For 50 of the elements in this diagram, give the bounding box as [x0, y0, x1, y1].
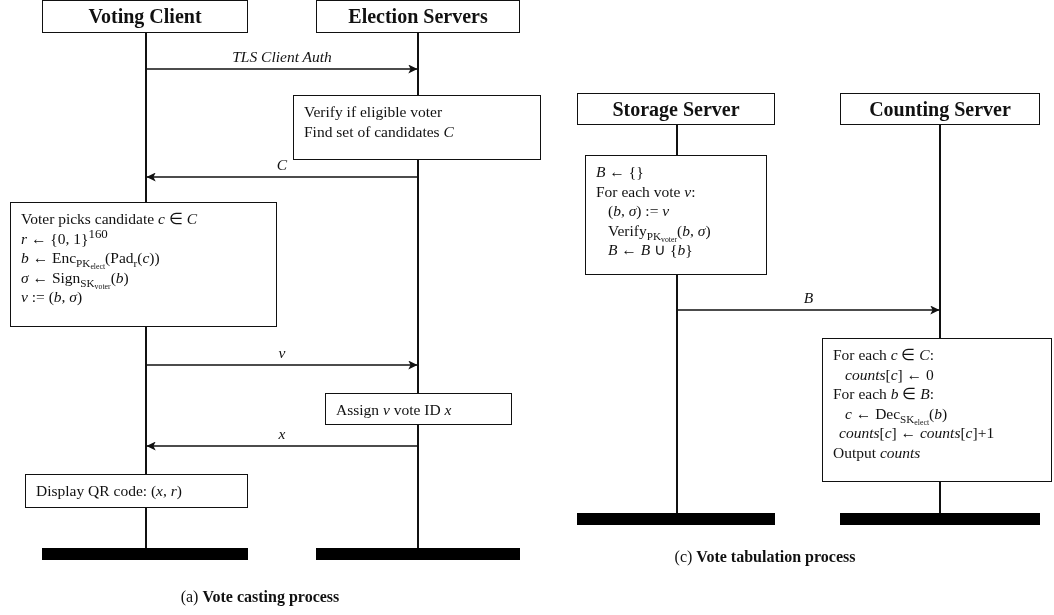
pseudocode-line: For each vote v:: [596, 181, 696, 201]
process-box: [585, 155, 767, 275]
pseudocode-line: b ← Enc$_{PK}$$_{elect}$(Pad$_{r}$(c)): [21, 248, 160, 268]
pseudocode-line: Verify$_{PK}$$_{voter}$(b, σ): [607, 220, 711, 240]
process-box: [25, 474, 248, 508]
pseudocode-line: Output counts: [833, 442, 921, 462]
pseudocode-line: v := (b, σ): [21, 288, 83, 307]
lifeline: [939, 125, 941, 513]
pseudocode-line: Voter picks candidate c ∈ C: [21, 209, 197, 229]
pseudocode-line: Assign v vote ID x: [336, 400, 452, 420]
process-box: [293, 95, 541, 160]
lifeline-end-bar: [840, 513, 1040, 525]
lifeline: [145, 33, 147, 548]
pseudocode-line: B ← {}: [596, 162, 644, 182]
edge-label: TLS Client Auth: [232, 49, 332, 65]
lifeline-end-bar: [316, 548, 520, 560]
process-box: [822, 338, 1052, 482]
pseudocode-line: counts[c] ← 0: [844, 364, 934, 384]
lifeline-header: Voting Client: [42, 0, 248, 33]
pseudocode-line: counts[c] ← counts[c]+1: [838, 424, 995, 443]
message-arrow: [146, 64, 418, 74]
lifeline-header: Election Servers: [316, 0, 520, 33]
figure-caption: (c) Vote tabulation process: [674, 548, 856, 566]
lifeline: [417, 33, 419, 548]
figure-caption: (a) Vote casting process: [180, 588, 340, 606]
lifeline-header: Storage Server: [577, 93, 775, 125]
message-arrow: [146, 172, 418, 182]
lifeline-end-bar: [42, 548, 248, 560]
message-arrow: [146, 441, 418, 451]
pseudocode-line: For each b ∈ B:: [833, 384, 934, 404]
pseudocode-line: Verify if eligible voter: [304, 102, 443, 122]
process-box: [325, 393, 512, 425]
lifeline-end-bar: [577, 513, 775, 525]
pseudocode-line: (b, σ) := v: [607, 201, 670, 221]
message-arrow: [146, 360, 418, 370]
edge-label: B: [803, 290, 814, 306]
edge-label: v: [278, 345, 286, 361]
lifeline-header: Counting Server: [840, 93, 1040, 125]
pseudocode-line: Display QR code: (x, r): [36, 481, 182, 501]
pseudocode-line: c ← Dec$_{SK}$$_{elect}$(b): [844, 403, 948, 423]
pseudocode-line: B ← B ∪ {b}: [607, 241, 693, 260]
pseudocode-line: r ← {0, 1}$^{160}$: [21, 228, 108, 248]
lifeline: [676, 125, 678, 513]
pseudocode-line: For each c ∈ C:: [833, 345, 934, 365]
edge-label: x: [278, 426, 286, 442]
message-arrow: [677, 305, 940, 315]
pseudocode-line: Find set of candidates C: [304, 121, 454, 141]
edge-label: C: [276, 157, 288, 173]
process-box: [10, 202, 277, 327]
pseudocode-line: σ ← Sign$_{SK}$$_{voter}$(b): [21, 268, 129, 287]
